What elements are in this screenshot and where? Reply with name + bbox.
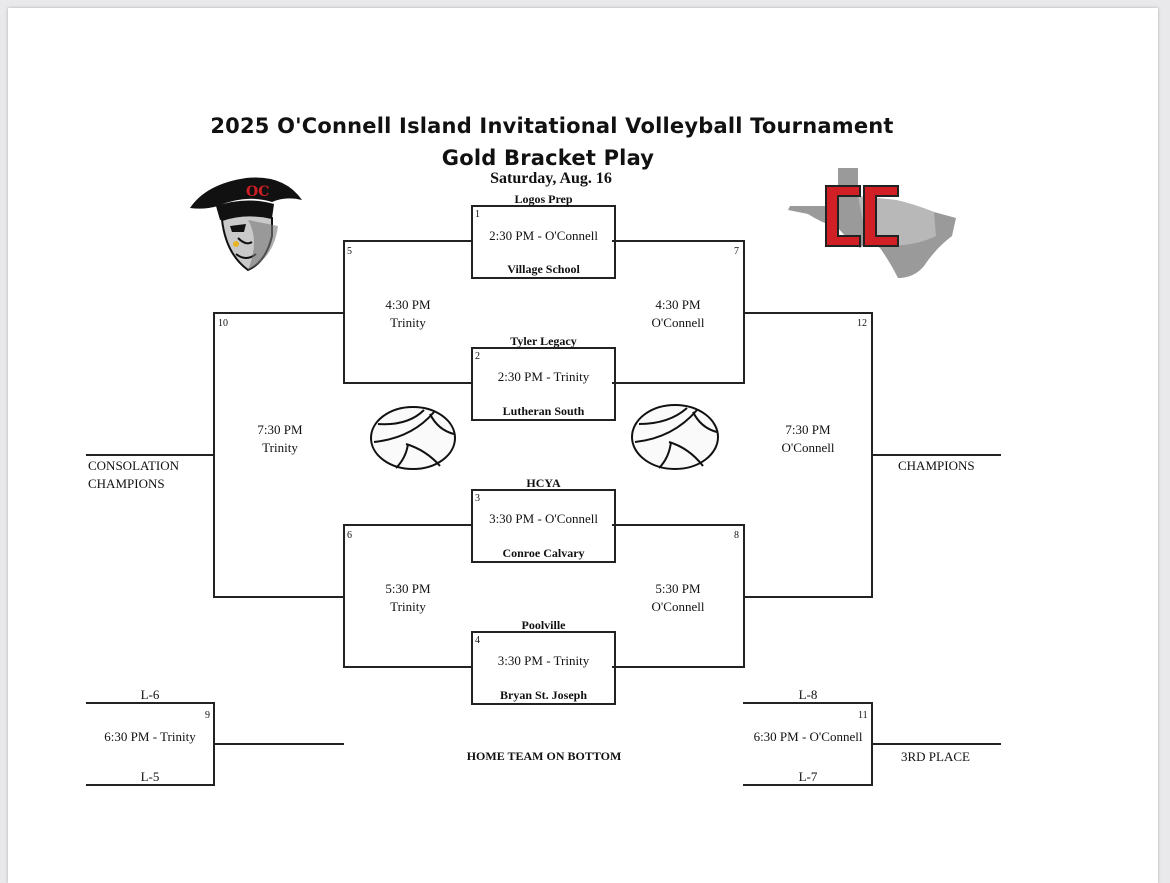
match-3-bottom-team: Conroe Calvary bbox=[502, 546, 585, 560]
match-11-top-team: L-8 bbox=[798, 687, 818, 702]
match-10-venue: Trinity bbox=[262, 440, 298, 455]
match-4-time: 3:30 PM - Trinity bbox=[497, 653, 590, 668]
match-12-time: 7:30 PM bbox=[785, 422, 831, 437]
consolation-label-line2: CHAMPIONS bbox=[88, 476, 165, 491]
match-6-number: 6 bbox=[347, 530, 352, 541]
match-8-time: 5:30 PM bbox=[655, 581, 701, 596]
match-1-top-team: Logos Prep bbox=[514, 192, 573, 206]
match-4-box bbox=[471, 631, 616, 705]
match-6-time: 5:30 PM bbox=[385, 581, 431, 596]
match-4-number: 4 bbox=[475, 635, 480, 646]
volleyball-left-icon bbox=[370, 406, 456, 470]
match-2-time: 2:30 PM - Trinity bbox=[497, 369, 590, 384]
match-10-time: 7:30 PM bbox=[257, 422, 303, 437]
match-2-number: 2 bbox=[475, 351, 480, 362]
match-11-bottom-team: L-7 bbox=[798, 769, 818, 784]
champions-label: CHAMPIONS bbox=[898, 458, 975, 473]
third-place-label: 3RD PLACE bbox=[901, 749, 970, 764]
match-5-number: 5 bbox=[347, 246, 352, 257]
match-5-time: 4:30 PM bbox=[385, 297, 431, 312]
home-team-note: HOME TEAM ON BOTTOM bbox=[466, 749, 622, 763]
match-8-venue: O'Connell bbox=[651, 599, 705, 614]
match-9-number: 9 bbox=[205, 710, 210, 721]
match-1-box bbox=[471, 205, 616, 279]
match-1-time: 2:30 PM - O'Connell bbox=[489, 228, 598, 243]
match-1-bottom-team: Village School bbox=[507, 262, 580, 276]
match-11-time: 6:30 PM - O'Connell bbox=[753, 729, 863, 744]
event-date: Saturday, Aug. 16 bbox=[490, 170, 612, 187]
match-9-bottom-team: L-5 bbox=[140, 769, 160, 784]
match-11-number: 11 bbox=[858, 710, 868, 721]
consolation-label-line1: CONSOLATION bbox=[88, 458, 179, 473]
match-3-top-team: HCYA bbox=[526, 476, 561, 490]
match-9-time: 6:30 PM - Trinity bbox=[104, 729, 196, 744]
match-8-number: 8 bbox=[734, 530, 739, 541]
match-4-top-team: Poolville bbox=[521, 618, 566, 632]
match-2-bottom-team: Lutheran South bbox=[502, 404, 585, 418]
volleyball-right-icon bbox=[631, 404, 719, 470]
bracket-sheet: 2025 O'Connell Island Invitational Volle… bbox=[8, 8, 1158, 883]
match-9-top-team: L-6 bbox=[140, 687, 160, 702]
match-5-venue: Trinity bbox=[390, 315, 426, 330]
match-2-box bbox=[471, 347, 616, 421]
match-3-time: 3:30 PM - O'Connell bbox=[489, 511, 598, 526]
match-2-top-team: Tyler Legacy bbox=[510, 334, 577, 348]
svg-text:OC: OC bbox=[246, 184, 269, 200]
oc-texas-logo-icon bbox=[788, 168, 956, 278]
page-subtitle: Gold Bracket Play bbox=[441, 146, 655, 170]
match-3-box bbox=[471, 489, 616, 563]
pirate-mascot-logo-icon: OC bbox=[190, 177, 302, 272]
match-7-time: 4:30 PM bbox=[655, 297, 701, 312]
match-12-number: 12 bbox=[857, 318, 867, 329]
page-title: 2025 O'Connell Island Invitational Volle… bbox=[210, 114, 894, 138]
match-12-venue: O'Connell bbox=[781, 440, 835, 455]
match-3-number: 3 bbox=[475, 493, 480, 504]
match-10-number: 10 bbox=[218, 318, 228, 329]
match-6-venue: Trinity bbox=[390, 599, 426, 614]
match-7-venue: O'Connell bbox=[651, 315, 705, 330]
match-4-bottom-team: Bryan St. Joseph bbox=[499, 688, 588, 702]
match-7-number: 7 bbox=[734, 246, 739, 257]
match-1-number: 1 bbox=[475, 209, 480, 220]
